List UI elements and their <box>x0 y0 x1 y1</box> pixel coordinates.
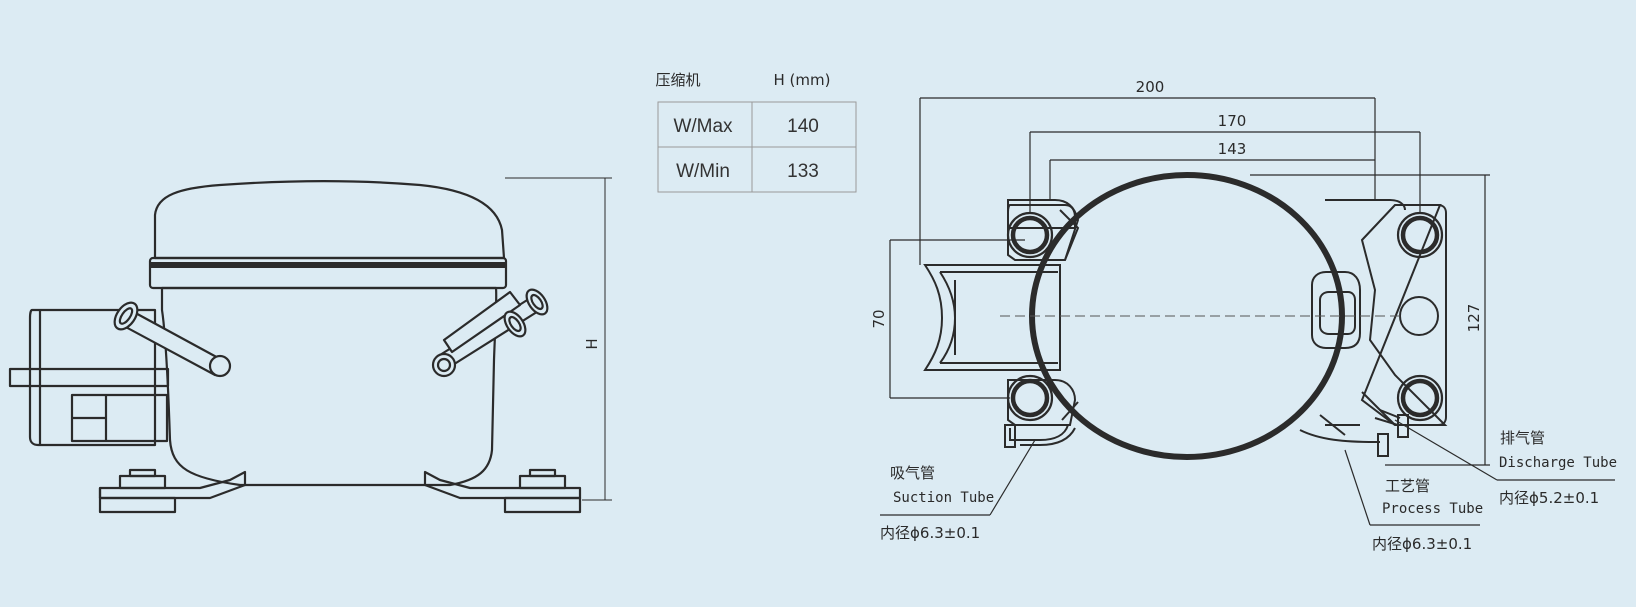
dome-shell <box>153 180 506 260</box>
discharge-spec: 内径ϕ5.2±0.1 <box>1499 489 1599 507</box>
suction-cradle <box>923 264 1061 371</box>
table-row-max-value: 140 <box>787 116 819 137</box>
process-spec: 内径ϕ6.3±0.1 <box>1372 535 1472 553</box>
suction-spec: 内径ϕ6.3±0.1 <box>880 524 980 542</box>
process-en: Process Tube <box>1382 501 1483 517</box>
discharge-tubes-side <box>431 288 549 378</box>
callout-leaders <box>880 419 1615 526</box>
discharge-en: Discharge Tube <box>1499 455 1617 471</box>
suction-en: Suction Tube <box>893 490 994 506</box>
dim-127: 127 <box>1465 304 1483 333</box>
discharge-tube-top <box>1374 409 1401 426</box>
table-row-min-label: W/Min <box>676 161 730 182</box>
height-dimension-label: H <box>583 338 601 349</box>
side-view-compressor <box>8 180 582 514</box>
top-view-compressor <box>923 172 1448 460</box>
dim-200: 200 <box>1136 78 1165 96</box>
suction-callout: 吸气管 Suction Tube 内径ϕ6.3±0.1 <box>880 464 994 542</box>
dim-70: 70 <box>870 309 888 328</box>
terminal-box <box>28 308 157 447</box>
process-cn: 工艺管 <box>1385 477 1430 495</box>
discharge-callout: 排气管 Discharge Tube 内径ϕ5.2±0.1 <box>1499 429 1617 507</box>
mounting-feet-side <box>98 468 582 514</box>
discharge-cn: 排气管 <box>1500 429 1545 447</box>
suction-cn: 吸气管 <box>890 464 935 482</box>
table-row-min-value: 133 <box>787 161 819 182</box>
oval-fitting <box>1311 271 1361 349</box>
dim-143: 143 <box>1218 140 1247 158</box>
dim-170: 170 <box>1218 112 1247 130</box>
dimension-lines-top <box>889 97 1490 466</box>
table-header-compressor: 压缩机 <box>655 71 700 89</box>
lower-shell <box>160 286 498 487</box>
process-callout: 工艺管 Process Tube 内径ϕ6.3±0.1 <box>1372 477 1483 553</box>
table-row-max-label: W/Max <box>673 116 733 137</box>
height-dimension-side <box>505 177 612 501</box>
suction-tube-side <box>113 301 232 378</box>
suction-tube-top <box>1009 424 1076 446</box>
table-header-height: H (mm) <box>774 71 831 89</box>
process-tube-top <box>1299 429 1380 443</box>
height-spec-table: 压缩机 H (mm) W/Max 140 W/Min 133 <box>655 71 857 193</box>
